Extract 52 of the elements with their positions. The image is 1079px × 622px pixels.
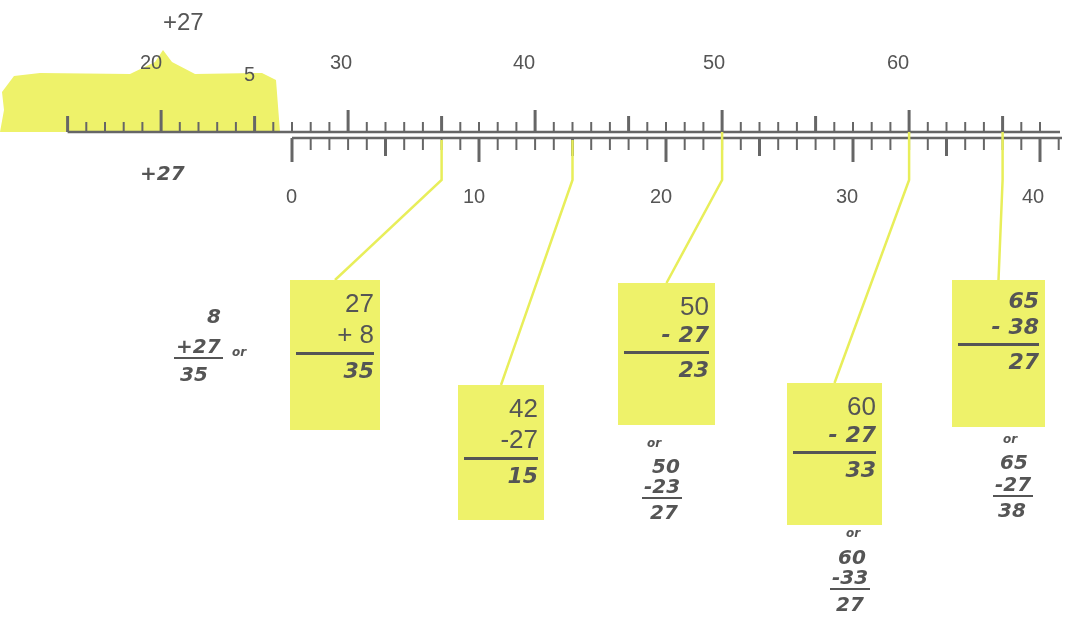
leader-line: [997, 132, 1004, 281]
number-text: +27: [174, 336, 223, 359]
number-text: 38: [998, 500, 1026, 520]
number-text: 60: [846, 391, 876, 423]
scale-number: 0: [286, 186, 298, 206]
number-text: -27: [993, 474, 1034, 497]
number-text: -23: [642, 476, 683, 499]
number-text: 27: [836, 594, 864, 614]
number-text: - 27: [793, 422, 876, 454]
sum-box: [952, 280, 1045, 427]
scale-number: 20: [650, 186, 673, 206]
number-text: - 38: [958, 314, 1039, 346]
sum-label: +27: [140, 163, 185, 183]
number-text: 15: [506, 463, 538, 490]
scale-number: 60: [887, 52, 910, 72]
number-text: 33: [844, 456, 876, 483]
number-text: 27: [344, 288, 374, 320]
scale-number: 40: [513, 52, 536, 72]
scale-number: 10: [463, 186, 486, 206]
number-text: 27: [650, 502, 678, 522]
number-text: 8: [207, 306, 221, 326]
number-text: 50: [679, 291, 709, 323]
scale-number: 30: [836, 186, 859, 206]
number-text: - 27: [624, 322, 709, 354]
or-word: or: [232, 346, 247, 358]
or-word: or: [1003, 433, 1018, 445]
number-text: 35: [180, 364, 208, 384]
sum-label: +27: [163, 10, 204, 34]
number-text: + 8: [296, 319, 374, 356]
leader-line: [334, 140, 443, 281]
number-text: 50: [652, 456, 680, 476]
number-text: 27: [1007, 348, 1039, 376]
number-text: -33: [830, 567, 871, 590]
number-text: 42: [508, 393, 538, 425]
leader-line: [499, 140, 574, 386]
scale-number: 50: [703, 52, 726, 72]
or-word: or: [647, 437, 662, 449]
number-text: 65: [1007, 288, 1039, 315]
number-text: 35: [342, 358, 374, 385]
number-text: 60: [838, 547, 866, 567]
leader-line: [833, 132, 911, 384]
sum-box: [290, 280, 380, 430]
number-text: 23: [677, 356, 709, 383]
number-text: -27: [464, 424, 538, 461]
sum-box: [618, 283, 715, 425]
sum-box: [458, 385, 544, 520]
number-text: 65: [1000, 452, 1028, 472]
or-word: or: [846, 527, 861, 539]
leader-line: [665, 132, 724, 284]
scale-number: 30: [330, 52, 353, 72]
scale-number: 40: [1022, 186, 1045, 206]
sum-box: [787, 383, 882, 525]
